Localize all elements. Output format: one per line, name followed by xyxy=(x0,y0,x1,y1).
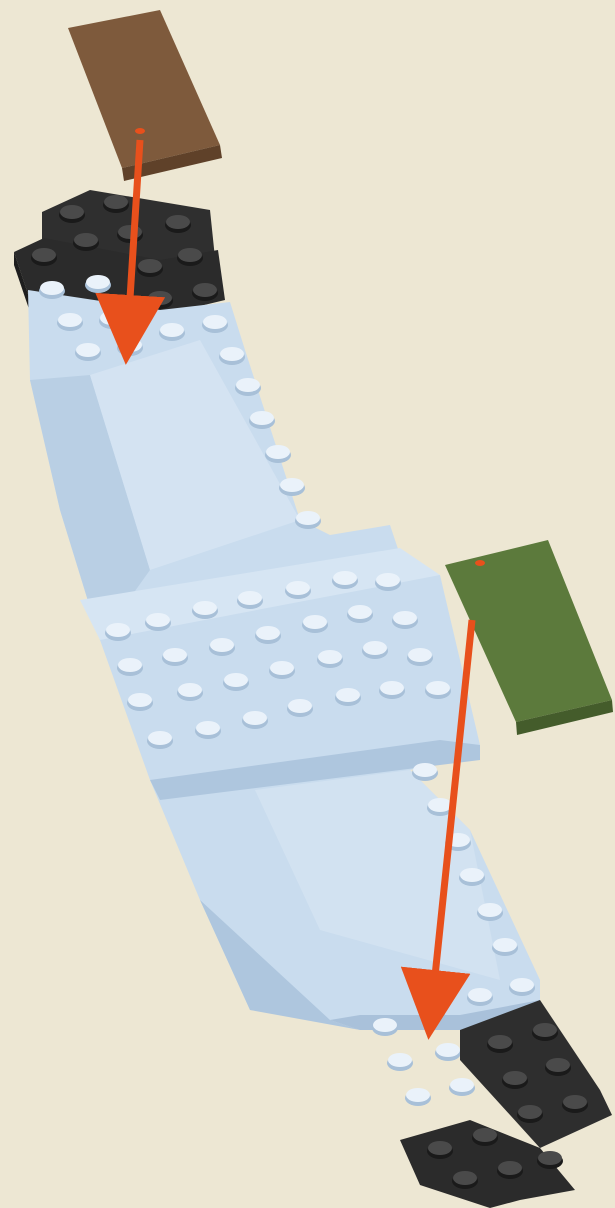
stud xyxy=(545,1058,571,1076)
stud xyxy=(287,699,313,717)
stud xyxy=(407,648,433,666)
stud xyxy=(57,313,83,331)
stud xyxy=(39,281,65,299)
stud xyxy=(219,347,245,365)
stud xyxy=(459,868,485,886)
stud xyxy=(265,445,291,463)
stud xyxy=(192,283,218,301)
stud xyxy=(145,613,171,631)
stud xyxy=(412,763,438,781)
stud xyxy=(477,903,503,921)
brown-tile xyxy=(68,10,222,181)
stud xyxy=(165,215,191,233)
stud xyxy=(487,1035,513,1053)
stud xyxy=(255,626,281,644)
stud xyxy=(379,681,405,699)
stud xyxy=(249,411,275,429)
stud xyxy=(332,571,358,589)
stud xyxy=(427,1141,453,1159)
stud xyxy=(117,338,143,356)
stud xyxy=(242,711,268,729)
stud xyxy=(279,478,305,496)
stud xyxy=(137,259,163,277)
stud xyxy=(509,978,535,996)
stud xyxy=(492,938,518,956)
stud xyxy=(105,623,131,641)
stud xyxy=(195,721,221,739)
stud xyxy=(59,205,85,223)
stud xyxy=(73,233,99,251)
stud xyxy=(192,601,218,619)
stud xyxy=(532,1023,558,1041)
stud xyxy=(162,648,188,666)
stud xyxy=(317,650,343,668)
stud xyxy=(209,638,235,656)
stud xyxy=(435,1043,461,1061)
stud xyxy=(103,195,129,213)
stud xyxy=(387,1053,413,1071)
stud xyxy=(159,323,185,341)
stud xyxy=(75,343,101,361)
stud xyxy=(177,683,203,701)
stud xyxy=(449,1078,475,1096)
stud xyxy=(562,1095,588,1113)
stud xyxy=(31,248,57,266)
stud xyxy=(362,641,388,659)
stud xyxy=(177,248,203,266)
stud xyxy=(375,573,401,591)
stud xyxy=(235,378,261,396)
stud xyxy=(467,988,493,1006)
stud xyxy=(285,581,311,599)
stud xyxy=(202,315,228,333)
stud xyxy=(335,688,361,706)
stud xyxy=(347,605,373,623)
stud xyxy=(405,1088,431,1106)
stud xyxy=(372,1018,398,1036)
stud xyxy=(502,1071,528,1089)
stud xyxy=(425,681,451,699)
stud xyxy=(127,693,153,711)
stud xyxy=(392,611,418,629)
stud xyxy=(517,1105,543,1123)
stud xyxy=(85,275,111,293)
stud xyxy=(295,511,321,529)
stud xyxy=(497,1161,523,1179)
stud xyxy=(419,1005,445,1023)
stud xyxy=(452,1171,478,1189)
stud xyxy=(223,673,249,691)
stud xyxy=(99,311,125,329)
stud xyxy=(117,225,143,243)
stud xyxy=(147,731,173,749)
stud xyxy=(537,1151,563,1169)
stud xyxy=(117,658,143,676)
stud xyxy=(269,661,295,679)
stud xyxy=(472,1128,498,1146)
light-blue-fuselage xyxy=(28,290,540,1030)
stud xyxy=(147,291,173,309)
stud xyxy=(237,591,263,609)
stud xyxy=(302,615,328,633)
